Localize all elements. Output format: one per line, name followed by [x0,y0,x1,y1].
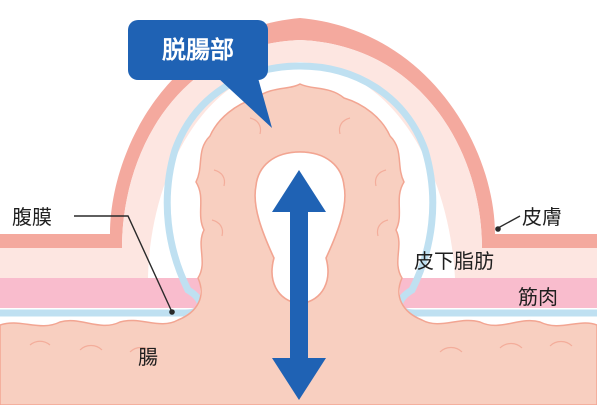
peritoneum-line [0,62,597,317]
label-skin: 皮膚 [522,205,562,229]
intestine-folds [29,117,573,353]
muscle-layer-left [0,278,200,308]
double-arrow-icon [272,170,326,400]
muscle-layer-right [400,278,597,308]
label-muscle: 筋肉 [518,285,558,309]
peritoneum-leader-dot [169,309,175,315]
callout-bubble: 脱腸部 [128,20,272,128]
leader-lines [74,215,521,313]
peritoneum-leader [74,215,173,313]
label-intestine: 腸 [138,345,158,369]
label-subcutaneous-fat: 皮下脂肪 [414,249,494,273]
subcutaneous-fat-layer [0,40,597,278]
skin-leader-dot [495,226,501,232]
skin-leader [497,215,521,229]
callout-title: 脱腸部 [162,36,234,64]
label-peritoneum: 腹膜 [12,205,52,229]
